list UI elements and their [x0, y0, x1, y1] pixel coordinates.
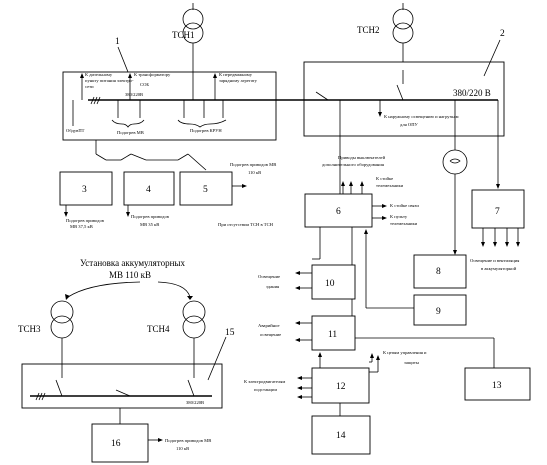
oilhouse-label: ОбдувПТ — [66, 128, 85, 133]
board-15-number: 15 — [225, 328, 235, 338]
tsn2-label: ТСН2 — [357, 25, 380, 35]
block-12-number: 12 — [336, 382, 346, 392]
transformer-sob-label-2: СОБ — [140, 82, 149, 87]
battery-install-title: Установка аккумуляторных МВ 110 кВ — [65, 258, 193, 300]
block-4-label-2: МВ 35 кВ — [140, 222, 159, 227]
board-1-voltage: 380/220В — [125, 92, 143, 97]
block-11-number: 11 — [328, 330, 337, 340]
block-14: 14 — [311, 415, 371, 455]
compressor-label-3: сети — [85, 84, 94, 89]
tsn3-label: ТСН3 — [18, 324, 41, 334]
tsn4-transformer: ТСН4 — [147, 300, 206, 364]
building-lighting-label-2: здания — [266, 284, 280, 289]
outdoor-lighting-label-1: К наружному освещению и нагрузкам — [384, 114, 459, 119]
board-2: 2 380/220 В К наружному освещению и нагр… — [276, 29, 505, 137]
mv-heating-label: Подогрев МВ — [117, 130, 144, 135]
motors-label-1: К электродвигателям — [244, 379, 285, 384]
heating-feeders: 3 Подогрев приводов МВ 37,5 кВ 4 Подогре… — [59, 140, 276, 230]
transformer-sob-label-1: К трансформатору — [134, 72, 171, 77]
tsn2-transformer: ТСН2 — [357, 3, 414, 70]
charge-unit-label-1: К передвижному — [219, 72, 253, 77]
charge-unit-label-2: зарядному агрегату — [219, 78, 258, 83]
motors-label-2: подстанции — [254, 387, 277, 392]
block-10-number: 10 — [325, 279, 335, 289]
tsn1-transformer: ТСН1 — [172, 3, 204, 72]
block-8: 8 — [413, 254, 467, 289]
tsn3-transformer: ТСН3 — [18, 300, 74, 364]
block-7: 7 Освещение и вентиляция в аккумуляторно… — [470, 136, 525, 271]
block-12: 12 К электродвигателям подстанции К цепя… — [244, 350, 427, 416]
telemechanics-rack-label-2: телемеханики — [376, 183, 404, 188]
board-1-number: 1 — [115, 37, 120, 47]
block-11: 11 Аварийное освещение — [258, 315, 356, 368]
mv110-heating-16-label-1: Подогрев приводов МВ — [165, 438, 211, 443]
telemechanics-console-label-1: К пульту — [390, 214, 408, 219]
breaker-drives-label-2: дополнительного оборудования — [322, 162, 385, 167]
block-7-number: 7 — [495, 207, 500, 217]
control-circuits-label-2: защиты — [404, 360, 419, 365]
compressor-label-2: пункту питания электро- — [85, 78, 134, 83]
comm-rack-label: К стойке связи — [390, 203, 419, 208]
block-16: 16 Подогрев приводов МВ 110 кВ — [91, 423, 211, 463]
board-1: 1 К дизельному пункту питания электро- с… — [62, 37, 277, 141]
block-16-number: 16 — [111, 439, 121, 449]
board-15: 15 380/220В — [21, 328, 235, 424]
block-4-label-1: Подогрев приводов — [131, 214, 170, 219]
outdoor-lighting-label-2: для ОПУ — [400, 122, 419, 127]
block-6-number: 6 — [336, 207, 341, 217]
battery-room-label-2: в аккумуляторной — [481, 266, 517, 271]
charge-transformer — [442, 136, 468, 255]
emergency-lighting-label-1: Аварийное — [258, 323, 280, 328]
block-4-number: 4 — [146, 185, 151, 195]
telemechanics-rack-label-1: К стойке — [376, 176, 393, 181]
block-10: 10 Освещение здания — [258, 264, 356, 300]
block-3-label-1: Подогрев приводов — [66, 218, 105, 223]
block-13-number: 13 — [492, 381, 502, 391]
block-8-number: 8 — [436, 267, 441, 277]
board-2-number: 2 — [500, 29, 505, 39]
block-3-number: 3 — [82, 185, 87, 195]
mv110-heating-label-2: 110 кВ — [248, 170, 261, 175]
block-5-label: При отсутствии ТСН в ТСН — [218, 222, 274, 227]
compressor-label-1: К дизельному — [85, 72, 113, 77]
emergency-lighting-label-2: освещение — [260, 332, 281, 337]
battery-room-label-1: Освещение и вентиляция — [470, 258, 520, 263]
mv110-heating-label-1: Подогрев приводов МВ — [230, 162, 276, 167]
block-14-number: 14 — [336, 431, 346, 441]
tsn4-label: ТСН4 — [147, 324, 170, 334]
mv110-heating-16-label-2: 110 кВ — [176, 446, 189, 451]
telemechanics-console-label-2: телемеханики — [390, 221, 418, 226]
board-2-voltage: 380/220 В — [453, 88, 491, 98]
title-line-2: МВ 110 кВ — [109, 270, 151, 280]
building-lighting-label-1: Освещение — [258, 274, 280, 279]
block-5-number: 5 — [203, 185, 208, 195]
tsn1-label: ТСН1 — [172, 30, 195, 40]
krun-heating-label: Подогрев КРУН — [190, 128, 222, 133]
block-9-number: 9 — [436, 307, 441, 317]
board-15-voltage: 380/220В — [186, 400, 204, 405]
title-line-1: Установка аккумуляторных — [80, 258, 185, 268]
block-9: 9 — [413, 294, 467, 326]
breaker-drives-label-1: Приводы выключателей — [338, 155, 386, 160]
control-circuits-label-1: К цепям управления и — [383, 350, 427, 355]
block-13: 13 — [464, 367, 531, 401]
block-3-label-2: МВ 37,5 кВ — [70, 224, 93, 230]
